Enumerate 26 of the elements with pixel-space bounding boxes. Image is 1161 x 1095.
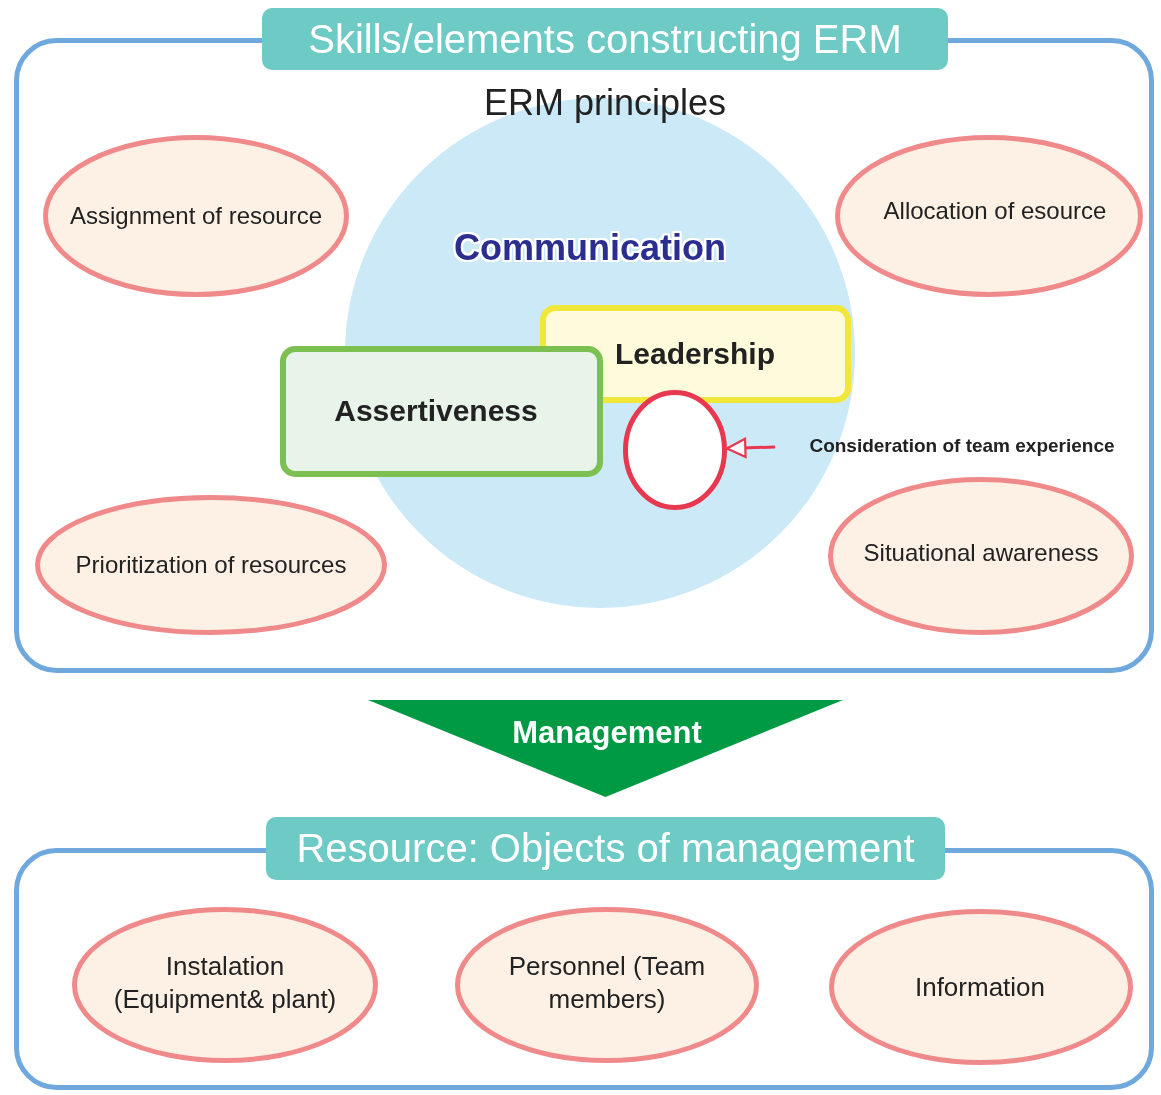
panel-title: Skills/elements constructing ERM [262, 8, 948, 70]
node-label: Prioritization of resources [74, 550, 348, 580]
ellipse [829, 909, 1133, 1065]
node-label: Communication [453, 225, 727, 270]
panel-title: Resource: Objects of management [266, 817, 945, 880]
node-label: Assignment of resource [68, 201, 324, 231]
ellipse [455, 907, 759, 1063]
circle-marker [623, 390, 727, 510]
node-label: Management [511, 713, 703, 752]
node-label: Personnel (Team members) [507, 949, 707, 1015]
arrow [725, 437, 776, 459]
node-label: Allocation of esource [882, 196, 1108, 226]
node-label: Situational awareness [862, 538, 1100, 568]
heading: ERM principles [482, 80, 728, 125]
ellipse [72, 907, 378, 1063]
ellipse [835, 135, 1143, 297]
node-label: Instalation (Equipment& plant) [112, 949, 338, 1015]
ellipse [43, 135, 349, 297]
skill-box [280, 346, 603, 477]
node-label: Assertiveness [333, 393, 539, 430]
callout-text: Consideration of team experience [808, 434, 1116, 458]
node-label: Leadership [613, 336, 777, 373]
management-triangle [368, 700, 843, 797]
ellipse [828, 477, 1134, 635]
ellipse [35, 495, 387, 635]
node-label: Information [913, 970, 1047, 1004]
